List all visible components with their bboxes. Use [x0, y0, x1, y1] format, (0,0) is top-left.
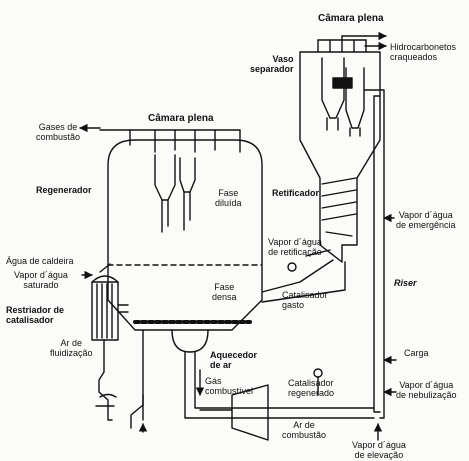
- label-ar-fluidizacao: Ar de fluidização: [50, 338, 93, 358]
- label-restriador: Restriador de catalisador: [6, 305, 65, 325]
- label-riser: Riser: [394, 278, 417, 288]
- retificador-baffles: [321, 177, 357, 237]
- label-aquecedor: Aquecedor de ar: [210, 350, 258, 370]
- label-agua-caldeira: Água de caldeira: [6, 256, 74, 266]
- label-catalisador-regenerado: Catalisador regenerado: [288, 378, 335, 398]
- regenerated-valve: [313, 368, 323, 378]
- vaso-separador-vessel: [299, 35, 381, 263]
- label-vapor-nebulizacao: Vapor d´água de nebulização: [396, 380, 457, 400]
- label-camara-plena-regen: Câmara plena: [148, 113, 214, 124]
- label-ar-combustao: Ar de combustão: [282, 420, 327, 440]
- label-gases-combustao: Gases de combustão: [36, 122, 81, 142]
- label-vapor-retificacao: Vapor d´água de retificação: [268, 237, 322, 257]
- label-vapor-elevacao: Vapor d´água de elevação: [352, 440, 406, 460]
- spent-catalyst-line: [261, 259, 346, 303]
- ar-fluidizacao-line: [130, 329, 148, 433]
- label-fase-diluida: Fase diluída: [215, 188, 242, 208]
- regenerador-vessel: [107, 139, 263, 353]
- label-regenerador: Regenerador: [36, 185, 92, 195]
- stripping-steam-valve: [287, 262, 297, 272]
- restriador-catalisador: [81, 263, 129, 421]
- label-vapor-emergencia: Vapor d´água de emergência: [396, 210, 456, 230]
- label-camara-plena-top: Câmara plena: [318, 13, 384, 24]
- regenerador-cyclones: [154, 154, 196, 233]
- label-vaso-separador: Vaso separador: [250, 54, 294, 74]
- label-retificador: Retificador: [272, 188, 320, 198]
- regenerated-catalyst-line: [184, 351, 375, 419]
- riser-pipe: [364, 89, 385, 419]
- label-gas-combustivel: Gás combustível: [205, 376, 254, 396]
- label-carga: Carga: [404, 348, 429, 358]
- aquecedor-de-ar: [195, 369, 269, 441]
- regenerador-plenum: [79, 123, 241, 153]
- label-fase-densa: Fase densa: [212, 282, 237, 302]
- label-catalisador-gasto: Catalisador gasto: [282, 290, 328, 310]
- label-vapor-saturado: Vapor d´água saturado: [14, 270, 68, 290]
- label-hidrocarbonetos: Hidrocarbonetos craqueados: [390, 42, 457, 62]
